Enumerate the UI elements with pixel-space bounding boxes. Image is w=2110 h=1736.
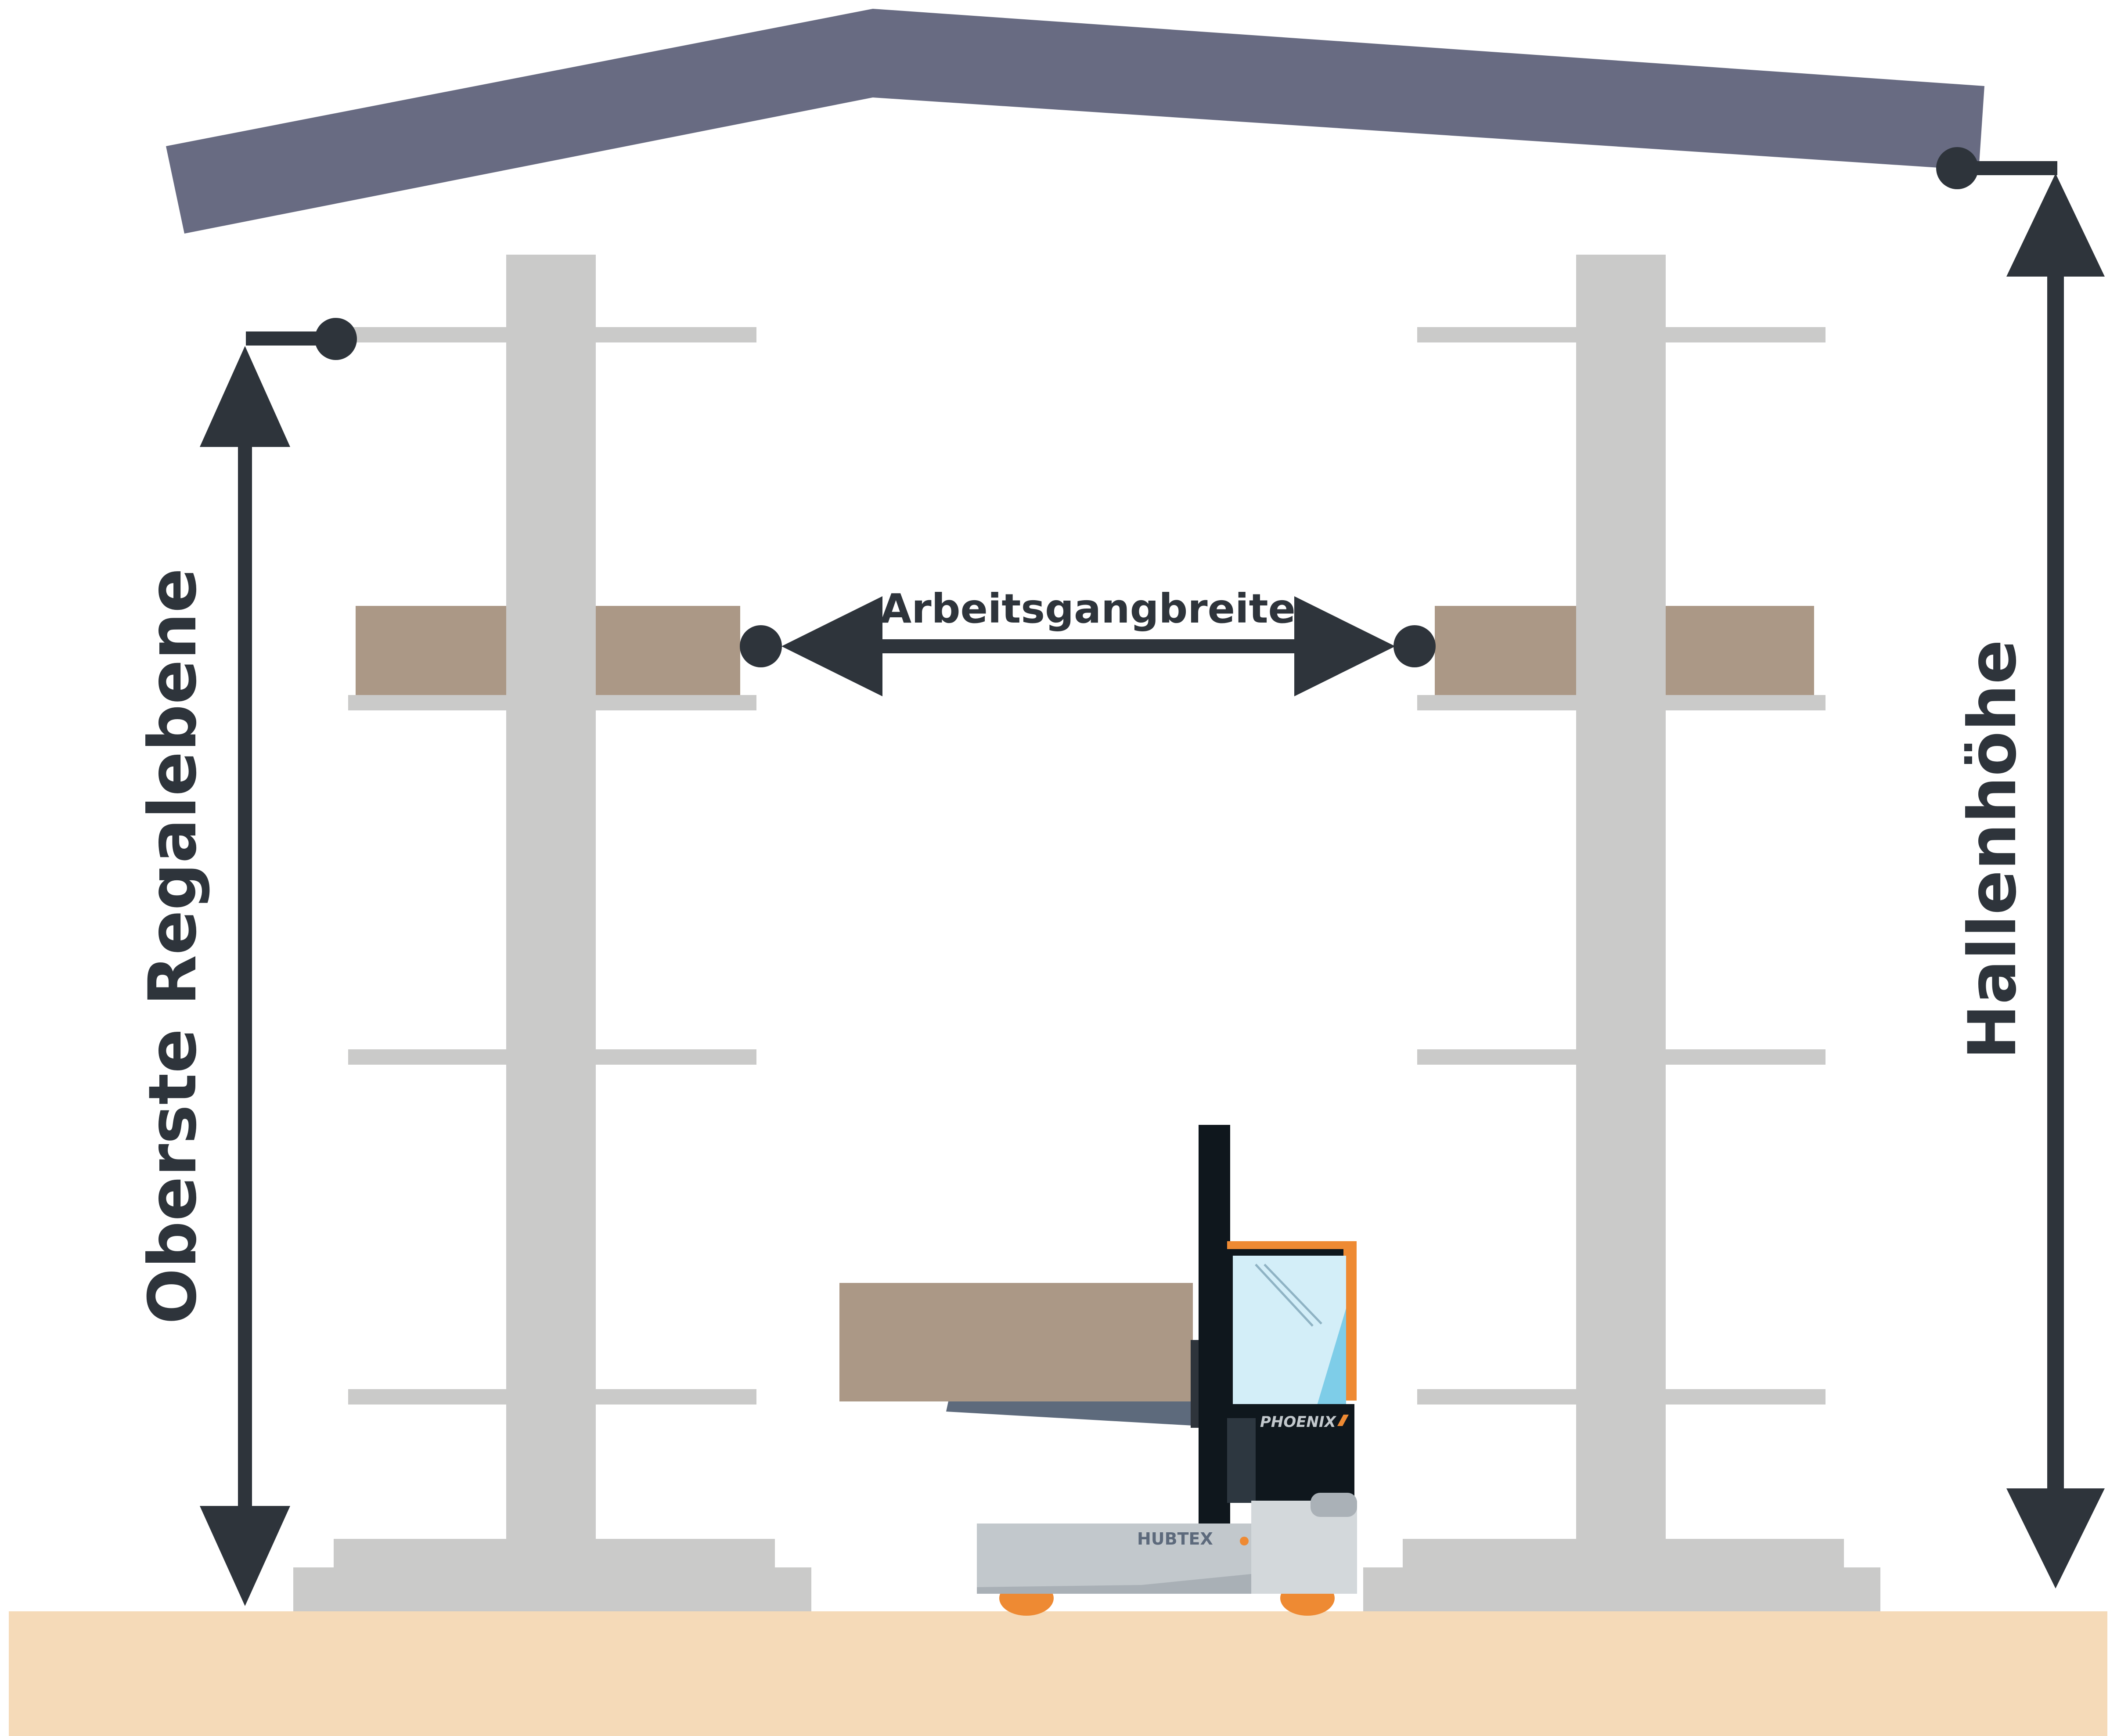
arrow-head-up	[200, 346, 290, 447]
roof	[166, 9, 1984, 234]
forklift-brand-logo: HUBTEX	[1137, 1529, 1213, 1549]
dimension-line	[874, 639, 1304, 653]
rack-beam	[1417, 327, 1826, 342]
rack-beam	[1417, 695, 1826, 710]
rack-beam	[348, 1389, 756, 1405]
right-rack	[1363, 255, 1880, 1611]
dimension-endpoint	[740, 625, 782, 667]
rack-upright	[506, 255, 596, 1545]
rack-base-lower	[1363, 1567, 1880, 1611]
floor	[9, 1611, 2107, 1736]
rack-base-upper	[334, 1539, 775, 1570]
rack-beam	[1417, 1049, 1826, 1065]
forklift-glass-reflection	[1264, 1264, 1322, 1325]
rack-load	[596, 606, 740, 695]
rack-load	[356, 606, 506, 695]
forklift-glass-reflection	[1255, 1264, 1314, 1327]
rack-beam	[1417, 1389, 1826, 1405]
top-rack-level-dimension: Oberste Regalebene	[135, 318, 357, 1606]
forklift-fork	[946, 1401, 1201, 1426]
rack-beam	[348, 327, 756, 342]
aisle-width-dimension: Arbeitsgangbreite	[740, 585, 1436, 696]
rack-upright	[1576, 255, 1666, 1545]
rack-base-lower	[293, 1567, 811, 1611]
forklift-glass-tint	[1317, 1308, 1346, 1405]
forklift-rear-cap	[1311, 1493, 1357, 1517]
hall-height-dimension: Hallenhöhe	[1936, 147, 2105, 1588]
rack-beam	[348, 695, 756, 710]
dimension-endpoint	[1393, 625, 1436, 667]
forklift-model-logo: PHOENIX	[1260, 1413, 1337, 1431]
arrow-head-left	[781, 596, 882, 696]
left-rack	[293, 255, 811, 1611]
forklift-brand-logo-dot	[1240, 1537, 1249, 1545]
aisle-width-label: Arbeitsgangbreite	[880, 585, 1296, 632]
dimension-leader	[246, 331, 338, 346]
rack-beam	[348, 1049, 756, 1065]
top-rack-level-label: Oberste Regalebene	[135, 568, 211, 1324]
arrow-head-down	[2006, 1488, 2105, 1588]
hall-height-label: Hallenhöhe	[1955, 640, 2031, 1059]
forklift-model-logo-mark	[1337, 1415, 1349, 1426]
dimension-line	[238, 421, 252, 1519]
arrow-head-up	[2006, 173, 2105, 277]
forklift-cabin-lower-shade	[1227, 1418, 1256, 1503]
rack-load	[1666, 606, 1814, 695]
forklift-mast	[1199, 1125, 1230, 1529]
dimension-line	[2047, 259, 2064, 1506]
arrow-head-right	[1294, 596, 1395, 696]
arrow-head-down	[200, 1506, 290, 1606]
dimension-leader	[1957, 161, 2057, 175]
rack-load	[1435, 606, 1576, 695]
forklift: PHOENIX HUBTEX	[839, 1125, 1357, 1616]
forklift-cabin-roof	[1227, 1241, 1357, 1249]
rack-base-upper	[1403, 1539, 1844, 1570]
forklift-load	[839, 1283, 1193, 1401]
